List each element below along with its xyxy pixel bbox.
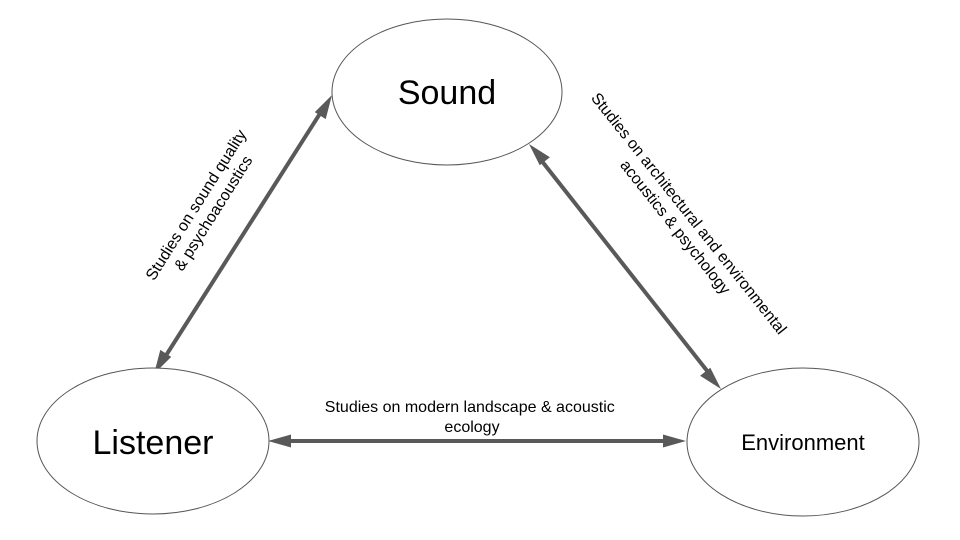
arrowhead-environment-end-bottom <box>663 434 686 448</box>
edge-listener-environment: Studies on modern landscape & acoustic e… <box>268 399 686 448</box>
arrowhead-sound-end <box>314 95 332 120</box>
node-sound: Sound <box>331 18 563 166</box>
arrowhead-listener-end-bottom <box>268 434 291 448</box>
node-sound-label: Sound <box>398 74 496 112</box>
node-sound-shape <box>331 18 563 166</box>
edge-label-listener-environment-line-1: Studies on modern landscape & acoustic <box>325 399 615 416</box>
edge-sound-environment: Studies on architectural and environment… <box>529 90 792 389</box>
edge-label-sound-listener-line-1: Studies on sound quality <box>143 127 250 284</box>
edge-sound-listener: Studies on sound quality & psychoacousti… <box>143 95 332 374</box>
arrowhead-environment-end <box>700 367 721 389</box>
arrowhead-sound-end-right <box>529 144 550 166</box>
edge-sound-listener-line <box>163 110 323 359</box>
edge-label-sound-environment: Studies on architectural and environment… <box>572 90 792 353</box>
edge-label-sound-listener: Studies on sound quality & psychoacousti… <box>143 123 269 293</box>
node-listener-shape <box>36 367 270 515</box>
edge-label-sound-environment-line-1: Studies on architectural and environment… <box>587 90 789 338</box>
node-listener-label: Listener <box>93 424 214 462</box>
edge-sound-environment-line <box>539 158 710 374</box>
edge-label-listener-environment-line-2: ecology <box>444 419 499 436</box>
node-environment-shape <box>686 367 920 517</box>
node-listener: Listener <box>36 367 270 515</box>
node-environment-label: Environment <box>741 430 865 455</box>
edge-label-listener-environment: Studies on modern landscape & acoustic e… <box>325 399 619 436</box>
node-environment: Environment <box>686 367 920 517</box>
